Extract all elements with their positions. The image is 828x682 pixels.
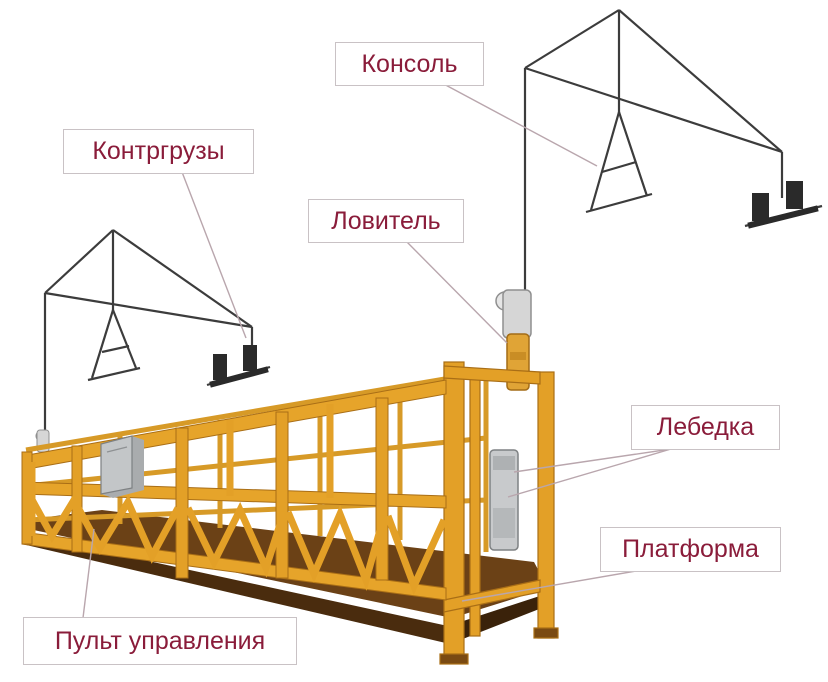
winch bbox=[489, 449, 519, 551]
console-right bbox=[523, 9, 823, 295]
label-console: Консоль bbox=[335, 42, 484, 86]
label-platform: Платформа bbox=[600, 527, 781, 572]
label-counterweights: Контргрузы bbox=[63, 129, 254, 174]
leader-lines bbox=[80, 81, 672, 635]
counterweight-left bbox=[209, 345, 269, 388]
label-winch: Лебедка bbox=[631, 405, 780, 450]
control-box bbox=[100, 435, 144, 498]
counterweight-right bbox=[747, 181, 819, 229]
console-left bbox=[43, 229, 271, 438]
label-catcher: Ловитель bbox=[308, 199, 464, 243]
label-control-panel: Пульт управления bbox=[23, 617, 297, 665]
platform-end-frame bbox=[439, 361, 559, 665]
platform-back-frame bbox=[25, 369, 489, 552]
